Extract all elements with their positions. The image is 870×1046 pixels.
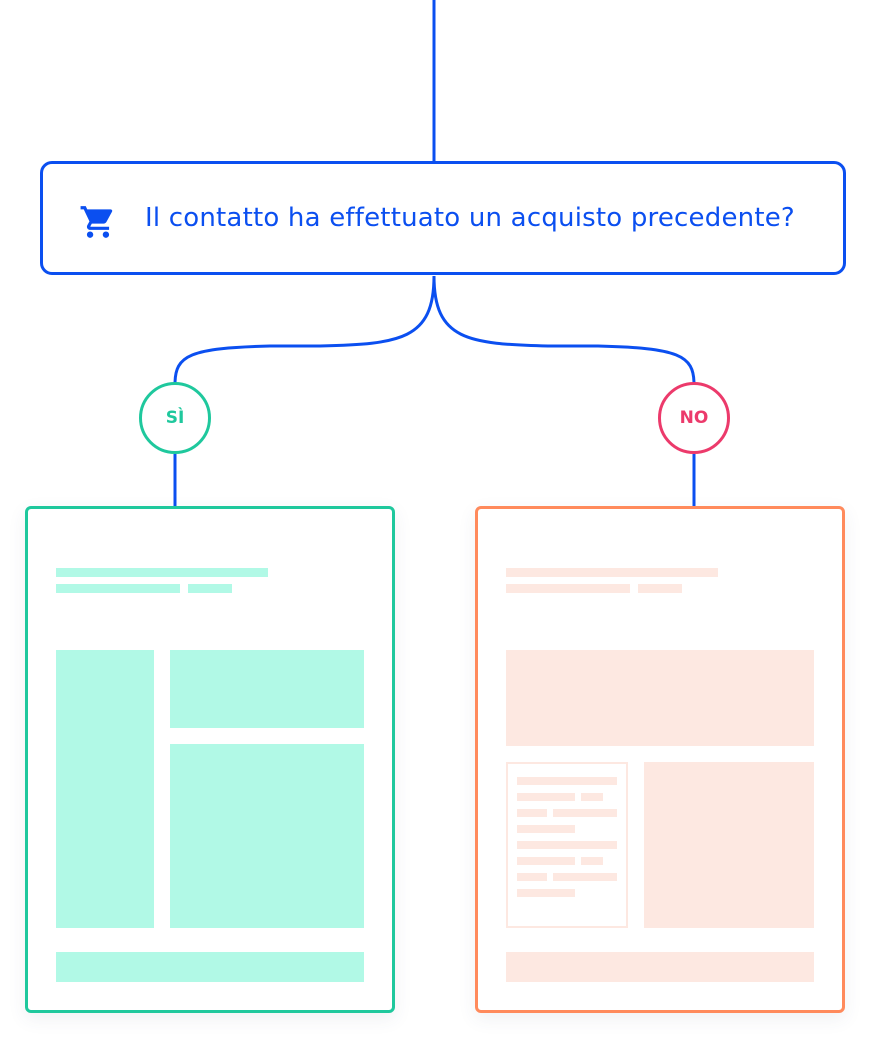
subheadline-placeholder — [56, 584, 180, 593]
branch-connector-no — [432, 275, 696, 385]
text-line — [517, 777, 617, 785]
text-line — [517, 809, 547, 817]
image-placeholder-top — [170, 650, 364, 728]
branch-connector-yes — [173, 275, 436, 385]
image-placeholder-tall — [56, 650, 154, 928]
subheadline-placeholder — [506, 584, 630, 593]
text-line — [517, 889, 575, 897]
shopping-cart-icon — [79, 203, 117, 241]
text-line — [581, 793, 603, 801]
text-line — [517, 793, 575, 801]
subheadline-placeholder — [188, 584, 232, 593]
text-line — [517, 841, 617, 849]
branch-no-badge[interactable]: NO — [658, 382, 730, 454]
decision-question: Il contatto ha effettuato un acquisto pr… — [145, 203, 795, 233]
email-preview-yes[interactable] — [25, 506, 395, 1013]
footer-placeholder — [56, 952, 364, 982]
text-line — [517, 873, 547, 881]
image-placeholder-bottom — [170, 744, 364, 928]
text-line — [517, 825, 575, 833]
subheadline-placeholder — [638, 584, 682, 593]
text-line — [553, 873, 617, 881]
text-line — [581, 857, 603, 865]
image-placeholder-right — [644, 762, 814, 928]
hero-image-placeholder — [506, 650, 814, 746]
branch-yes-badge[interactable]: SÌ — [139, 382, 211, 454]
footer-placeholder — [506, 952, 814, 982]
text-line — [517, 857, 575, 865]
headline-placeholder — [56, 568, 268, 577]
text-block-placeholder — [506, 762, 628, 928]
headline-placeholder — [506, 568, 718, 577]
decision-node[interactable]: Il contatto ha effettuato un acquisto pr… — [40, 161, 846, 275]
text-line — [553, 809, 617, 817]
email-preview-no[interactable] — [475, 506, 845, 1013]
